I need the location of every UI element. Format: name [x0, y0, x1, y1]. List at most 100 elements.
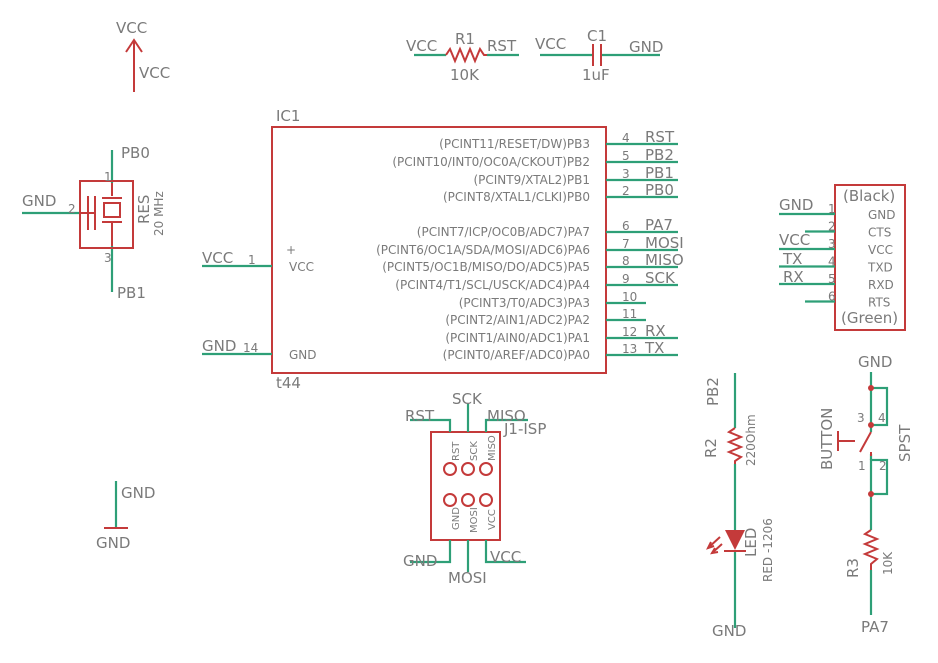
button-circuit[interactable]: GND BUTTON SPST 1 2 3 4 R3 10K PA7 [818, 353, 914, 636]
ic1-pin: (PCINT9/XTAL2)PB1 3 PB1 [473, 164, 678, 187]
ic1-pin-number: 3 [622, 167, 630, 181]
isp-pin-rst: RST [451, 441, 462, 461]
ic1-pin-net: PB1 [645, 164, 674, 182]
isp-pin-sck: SCK [469, 441, 480, 461]
vcc-supply-symbol[interactable]: VCC VCC [116, 19, 170, 92]
isp-gnd-net: GND [403, 552, 437, 570]
vcc-symbol-label: VCC [116, 19, 147, 37]
isp-mosi-net: MOSI [448, 569, 487, 587]
ic1-vcc-net: VCC [202, 249, 233, 267]
r1-value: 10K [450, 66, 480, 84]
ic1-pin-number: 2 [622, 184, 630, 198]
gnd-symbol-label: GND [96, 534, 130, 552]
ic1-pin-name: (PCINT0/AREF/ADC0)PA0 [443, 348, 590, 362]
ftdi-vcc-net: VCC [779, 231, 810, 249]
led-pb2-net: PB2 [704, 377, 722, 406]
resonator-pin3-number: 3 [104, 251, 112, 265]
ftdi-pin-number: 2 [828, 220, 836, 234]
ftdi-pin-name: RTS [868, 296, 890, 310]
ic1-pin-net: PA7 [645, 216, 673, 234]
button-gnd-net: GND [858, 353, 892, 371]
ic1-pin-net: TX [644, 339, 664, 357]
resonator-value: 20 MHz [152, 191, 166, 236]
ic1-pin-name: (PCINT10/INT0/OC0A/CKOUT)PB2 [392, 155, 590, 169]
ic1-pin-number: 5 [622, 149, 630, 163]
ftdi-black-label: (Black) [843, 187, 895, 205]
isp-pin-mosi: MOSI [469, 507, 480, 533]
isp-sck-net: SCK [452, 390, 483, 408]
resonator-pin2-number: 2 [68, 202, 76, 216]
ic1-attiny44[interactable]: IC1 t44 VCC GND 1 14 VCC GND + (PCINT11/… [202, 107, 684, 392]
isp-pin-gnd: GND [451, 507, 462, 530]
c1-name: C1 [587, 27, 607, 45]
ftdi-pin-name: GND [868, 208, 896, 222]
gnd-supply-symbol[interactable]: GND GND [96, 481, 155, 552]
ic1-pin-name: (PCINT11/RESET/DW)PB3 [439, 137, 590, 151]
capacitor-c1[interactable]: VCC C1 GND 1uF [535, 27, 663, 84]
ic1-pin-name: (PCINT9/XTAL2)PB1 [473, 173, 590, 187]
button-pa7-net: PA7 [861, 618, 889, 636]
r3-value: 10K [881, 551, 895, 575]
isp-pin-vcc: VCC [487, 509, 498, 530]
ftdi-pin-name: TXD [867, 261, 893, 275]
ic1-pin: (PCINT10/INT0/OC0A/CKOUT)PB2 5 PB2 [392, 146, 678, 169]
ic1-pin1-marker: + [286, 243, 296, 257]
ic1-pin-name: (PCINT7/ICP/OC0B/ADC7)PA7 [417, 225, 590, 239]
resonator-pin1-number: 1 [104, 170, 112, 184]
ic1-pin-net: MOSI [645, 234, 684, 252]
gnd-net-label: GND [121, 484, 155, 502]
ftdi-pin: 2 CTS [805, 220, 891, 240]
r1-left-net: VCC [406, 37, 437, 55]
resonator-gnd-net: GND [22, 192, 56, 210]
resistor-r1[interactable]: VCC R1 RST 10K [406, 30, 519, 84]
button-pin4: 4 [878, 411, 886, 425]
ic1-pin-number: 10 [622, 290, 637, 304]
ic1-pin-net: RST [645, 128, 675, 146]
button-pin2: 2 [879, 459, 887, 473]
isp-miso-net: MISO [487, 407, 526, 425]
ic1-part-label: t44 [276, 374, 301, 392]
ic1-pin-name: (PCINT8/XTAL1/CLKI)PB0 [443, 190, 590, 204]
ic1-pin-net: PB0 [645, 181, 674, 199]
isp-pin-miso: MISO [487, 435, 498, 461]
led-value: RED -1206 [761, 518, 775, 582]
r1-right-net: RST [487, 37, 517, 55]
resonator-name: RES [135, 195, 153, 224]
isp-vcc-net: VCC [490, 548, 521, 566]
led-indicator-circuit[interactable]: PB2 R2 220Ohm LED RED -1206 GND [702, 373, 775, 640]
ftdi-pin-number: 5 [828, 272, 836, 286]
c1-value: 1uF [582, 66, 610, 84]
ftdi-green-label: (Green) [841, 309, 898, 327]
isp-rst-net: RST [405, 407, 435, 425]
ic1-name: IC1 [276, 107, 300, 125]
ic1-pin-number: 6 [622, 219, 630, 233]
ftdi-pin-name: CTS [868, 226, 891, 240]
resonator-20mhz[interactable]: PB0 PB1 GND 1 2 3 RES 20 MHz [22, 144, 166, 302]
ic1-pin-net: SCK [645, 269, 676, 287]
isp-header-j1[interactable]: RST SCK MISO J1-ISP GND MOSI VCC RST SCK… [403, 390, 546, 587]
ftdi-pin-number: 4 [828, 255, 836, 269]
ic1-pin-name: (PCINT6/OC1A/SDA/MOSI/ADC6)PA6 [376, 243, 590, 257]
button-pin3: 3 [857, 411, 865, 425]
button-name: BUTTON [818, 408, 836, 470]
ic1-pin-net: PB2 [645, 146, 674, 164]
ic1-gnd-net: GND [202, 337, 236, 355]
ftdi-rx-net: RX [783, 268, 804, 286]
ic1-pin-number: 8 [622, 254, 630, 268]
ic1-vcc-pin-name: VCC [289, 260, 314, 274]
resonator-pb1-net: PB1 [117, 284, 146, 302]
c1-right-net: GND [629, 38, 663, 56]
isp-header-name: J1-ISP [503, 420, 546, 438]
ic1-pin: (PCINT8/XTAL1/CLKI)PB0 2 PB0 [443, 181, 678, 204]
ftdi-gnd-net: GND [779, 196, 813, 214]
ftdi-pin-name: RXD [868, 278, 894, 292]
